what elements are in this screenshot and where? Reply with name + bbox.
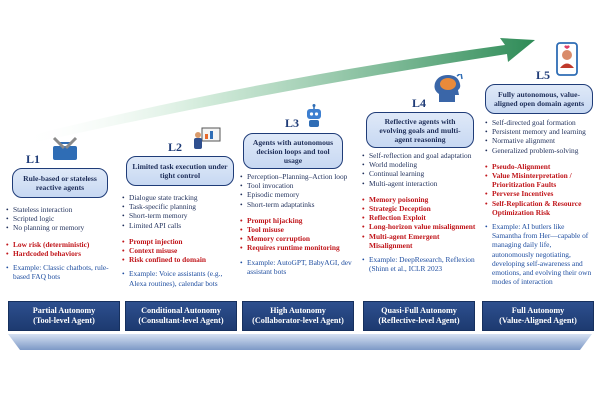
capability-item: Perception–Planning–Action loop (240, 172, 358, 181)
risk-item: Memory poisoning (362, 195, 484, 204)
level-description-bubble: Reflective agents with evolving goals an… (366, 112, 474, 148)
capability-item: Short-term memory (122, 211, 238, 220)
risk-item: Perverse Incentives (485, 189, 597, 198)
risk-item: Prompt hijacking (240, 216, 358, 225)
brain-head-icon (434, 74, 463, 102)
capability-item: Short-term adaptatinks (240, 200, 358, 209)
capability-item: Episodic memory (240, 190, 358, 199)
risk-item: Multi-agent Emergent Misalignment (362, 232, 477, 250)
footer-subtitle: (Value-Aligned Agent) (499, 316, 577, 325)
level-description-bubble: Agents with autonomous decision loops an… (243, 133, 343, 169)
level-badge: L2 (168, 140, 183, 154)
capability-item: Self-directed goal formation (485, 118, 597, 127)
level-2-details: Dialogue state tracking Task-specific pl… (122, 193, 238, 288)
example-text: Example: Voice assistants (e.g., Alexa r… (122, 269, 236, 287)
level-badge: L3 (285, 116, 300, 130)
risk-item: Prompt injection (122, 237, 238, 246)
autonomy-level-footer: Quasi-Full Autonomy (Reflective-level Ag… (363, 301, 475, 331)
risk-item: Hardcoded behaviors (6, 249, 118, 258)
footer-subtitle: (Consultant-level Agent) (138, 316, 224, 325)
footer-title: Quasi-Full Autonomy (381, 306, 457, 315)
capability-item: World modeling (362, 160, 484, 169)
example-text: Example: Classic chatbots, rule-based FA… (6, 263, 114, 281)
robot-icon (307, 104, 321, 127)
level-description-bubble: Fully autonomous, value-aligned open dom… (485, 84, 593, 114)
capability-item: Limited API calls (122, 221, 238, 230)
level-1-details: Stateless interaction Scripted logic No … (6, 205, 118, 281)
capability-item: Self-reflection and goal adaptation (362, 151, 484, 160)
level-badge: L4 (412, 96, 427, 110)
footer-title: High Autonomy (270, 306, 326, 315)
example-text: Example: AutoGPT, BabyAGI, dev assistant… (240, 258, 356, 276)
autonomy-level-footer: Partial Autonomy (Tool-level Agent) (8, 301, 120, 331)
risk-item: Pseudo-Alignment (485, 162, 597, 171)
level-description-bubble: Limited task execution under tight contr… (126, 156, 234, 186)
level-badge: L1 (26, 152, 41, 166)
risk-item: Self-Replication & Resource Optimization… (485, 199, 591, 217)
risk-item: Context misuse (122, 246, 238, 255)
capability-item: Dialogue state tracking (122, 193, 238, 202)
risk-item: Memory corruption (240, 234, 358, 243)
autonomy-level-footer: Full Autonomy (Value-Aligned Agent) (482, 301, 594, 331)
capability-item: Multi-agent interaction (362, 179, 484, 188)
capability-item: No planning or memory (6, 223, 118, 232)
example-text: Example: DeepResearch, Reflexion (Shinn … (362, 255, 480, 273)
toolbox-icon (52, 136, 78, 160)
level-4-details: Self-reflection and goal adaptation Worl… (362, 151, 484, 273)
risk-item: Long-horizon value misalignment (362, 222, 484, 231)
level-3-details: Perception–Planning–Action loop Tool inv… (240, 172, 358, 276)
footer-subtitle: (Tool-level Agent) (33, 316, 95, 325)
autonomy-level-footer: Conditional Autonomy (Consultant-level A… (125, 301, 237, 331)
capability-item: Stateless interaction (6, 205, 118, 214)
capability-item: Normative alignment (485, 136, 597, 145)
risk-item: Risk confined to domain (122, 255, 238, 264)
example-text: Example: AI butlers like Samantha from H… (485, 222, 593, 286)
platform-base (8, 334, 592, 350)
level-5-details: Self-directed goal formation Persistent … (485, 118, 597, 286)
risk-item: Tool misuse (240, 225, 358, 234)
presenter-icon (194, 127, 221, 149)
level-badge: L5 (536, 68, 551, 82)
footer-subtitle: (Collaborator-level Agent) (252, 316, 344, 325)
footer-title: Partial Autonomy (32, 306, 96, 315)
autonomy-level-footer: High Autonomy (Collaborator-level Agent) (242, 301, 354, 331)
footer-title: Full Autonomy (511, 306, 565, 315)
footer-subtitle: (Reflective-level Agent) (378, 316, 460, 325)
risk-item: Reflection Exploit (362, 213, 484, 222)
risk-item: Strategic Deception (362, 204, 484, 213)
capability-item: Task-specific planning (122, 202, 238, 211)
capability-item: Continual learning (362, 169, 484, 178)
phone-avatar-icon (556, 42, 578, 76)
risk-item: Low risk (deterministic) (6, 240, 118, 249)
capability-item: Scripted logic (6, 214, 118, 223)
capability-item: Tool invocation (240, 181, 358, 190)
level-description-bubble: Rule-based or stateless reactive agents (12, 168, 108, 198)
risk-item: Value Misinterpretation / Prioritization… (485, 171, 591, 189)
footer-title: Conditional Autonomy (141, 306, 221, 315)
capability-item: Persistent memory and learning (485, 127, 597, 136)
capability-item: Generalized problem-solving (485, 146, 597, 155)
risk-item: Requires runtime monitoring (240, 243, 358, 252)
